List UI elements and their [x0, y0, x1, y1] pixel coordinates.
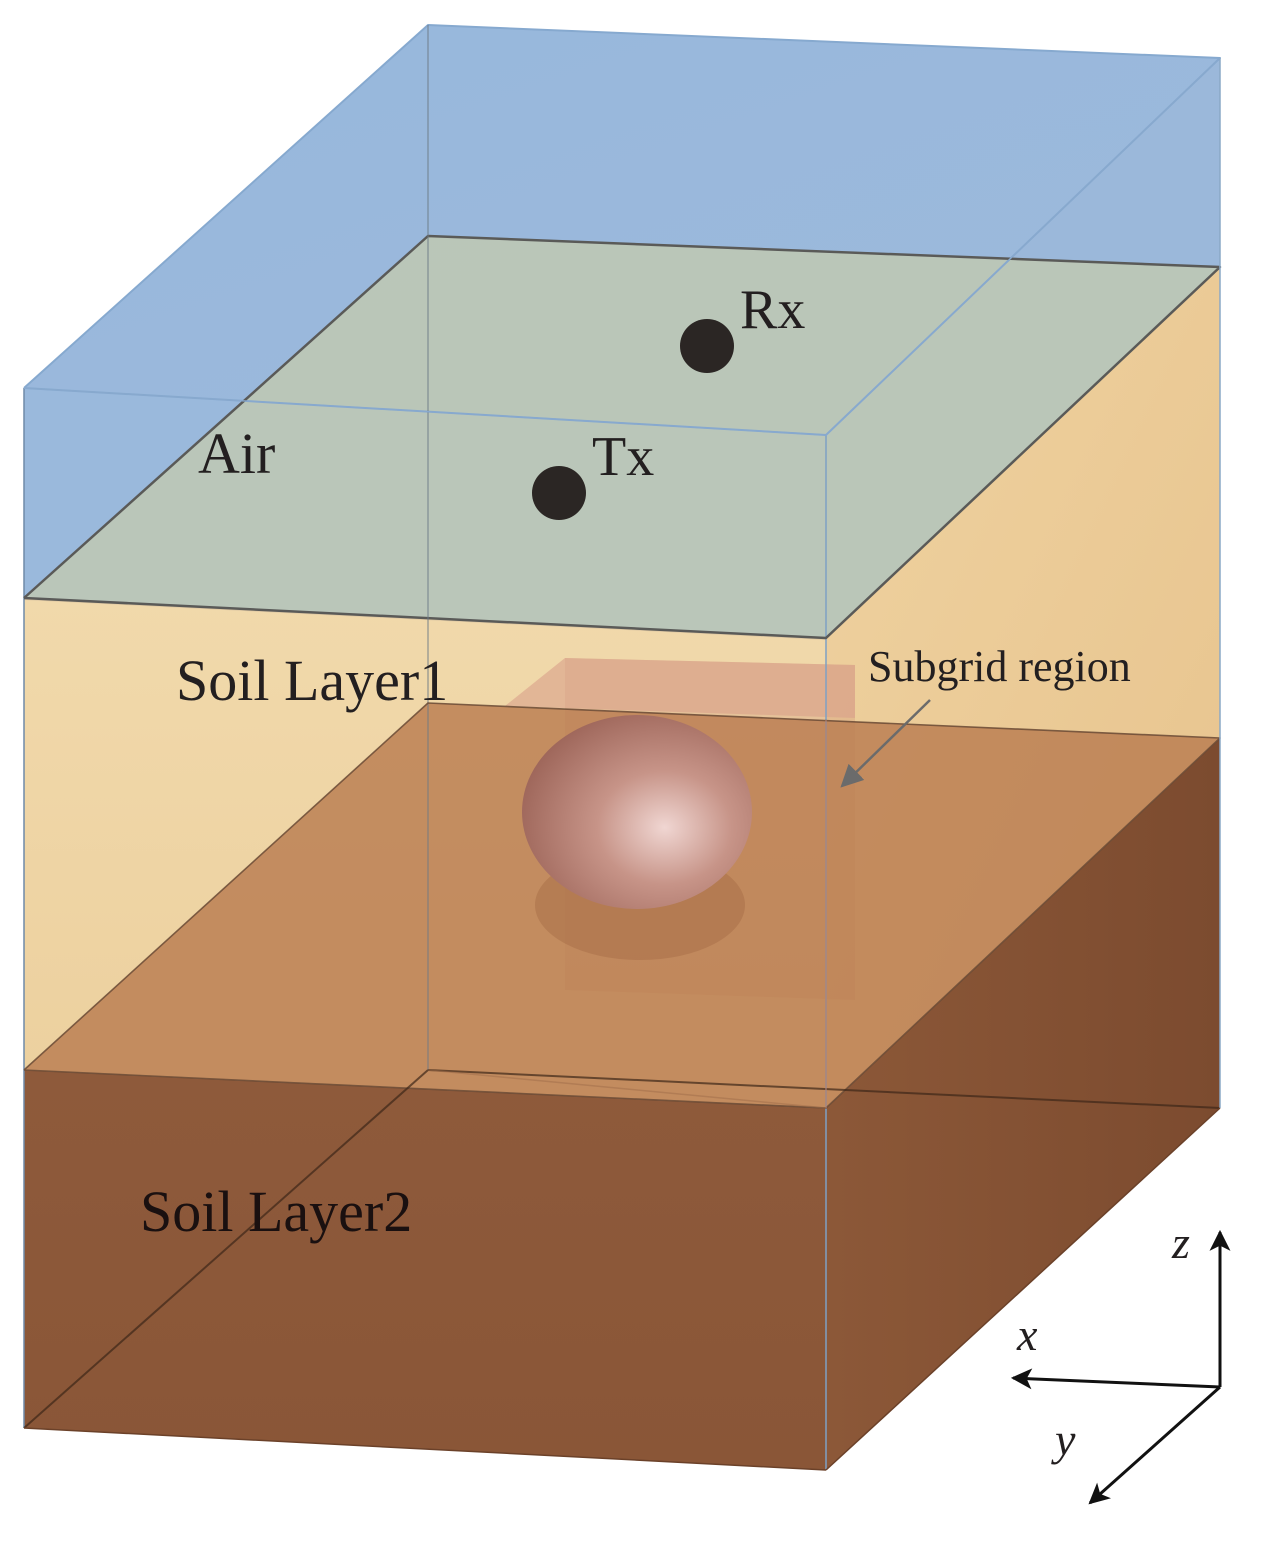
air-label: Air [198, 421, 275, 486]
x-axis-arrow [1010, 1368, 1221, 1390]
y-axis-label: y [1051, 1414, 1076, 1465]
edge-bottom-front [23, 1427, 827, 1471]
block-edges [23, 24, 1222, 1471]
sphere-body [522, 715, 752, 909]
ground-surface-plane [24, 236, 1220, 638]
soil-layer1-label: Soil Layer1 [176, 648, 448, 713]
edge-bottom-back-right [427, 1069, 1221, 1109]
subgrid-region-label: Subgrid region [868, 642, 1131, 691]
edge-air-inner [23, 387, 827, 436]
rx-antenna-marker [680, 319, 734, 373]
coordinate-axes: z x y [1010, 1217, 1231, 1505]
z-axis-label: z [1171, 1217, 1190, 1268]
tx-label: Tx [592, 426, 654, 488]
rx-label: Rx [740, 279, 805, 341]
subgrid-pointer-arrow [840, 699, 931, 788]
soil-layer2-label: Soil Layer2 [140, 1179, 412, 1244]
edge-bottom-side [825, 1107, 1221, 1471]
x-axis-label: x [1016, 1309, 1038, 1360]
subgrid-region-outline [427, 720, 827, 1109]
buried-sphere [522, 715, 752, 960]
y-axis-arrow [1088, 1385, 1221, 1505]
soil-layer2-side-face [826, 738, 1220, 1470]
edge-bottom-back [23, 1069, 429, 1429]
subgrid-region-top-face [505, 658, 855, 718]
tx-antenna-marker [532, 466, 586, 520]
edge-air-inner-side [825, 57, 1221, 436]
soil-layer2-front-face [24, 1070, 826, 1470]
